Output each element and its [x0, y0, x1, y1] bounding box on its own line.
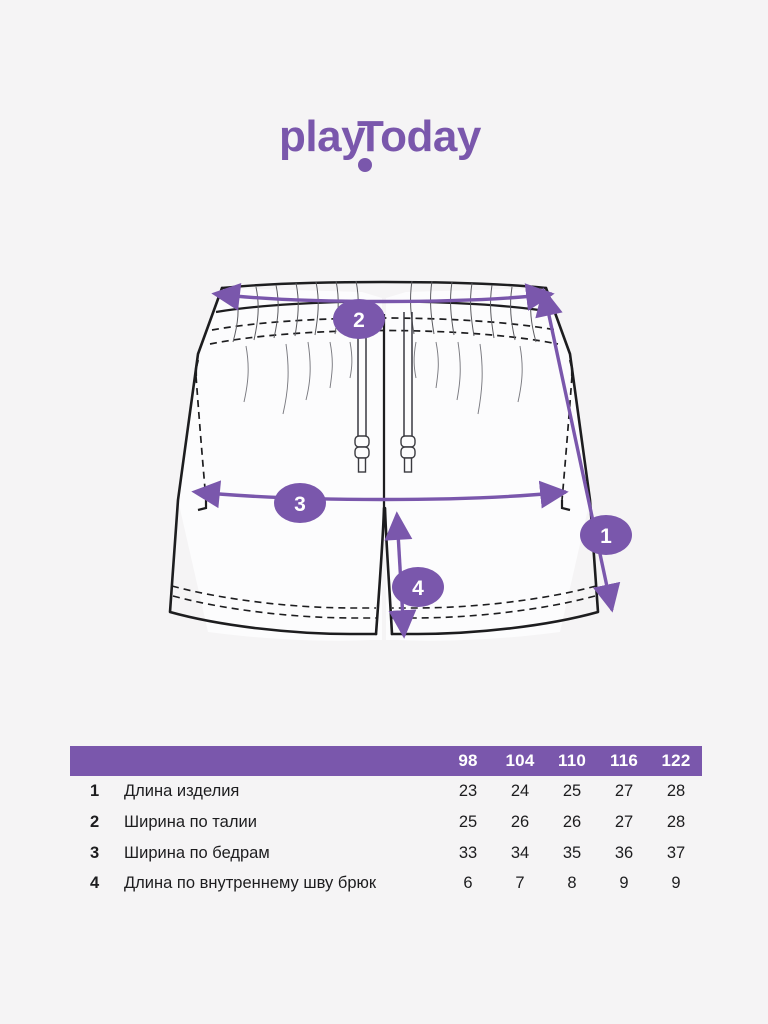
drawstrings	[354, 312, 416, 473]
badge-2: 2	[333, 299, 385, 339]
row-2-value-110: 26	[562, 812, 582, 831]
drawstring-right-aglet-top	[400, 435, 416, 448]
header-row: 98 104 110 116 122	[70, 746, 702, 776]
table-row: 2 Ширина по талии 25 26 26 27 28	[70, 807, 702, 838]
table-row: 3 Ширина по бедрам 33 34 35 36 37	[70, 838, 702, 869]
arrow-hip-width	[191, 480, 569, 509]
playtoday-logo-mark: play Today	[279, 112, 482, 172]
drawstring-right-aglet-mid	[400, 446, 416, 459]
row-3-index: 3	[90, 843, 100, 862]
drawstring-right-aglet-tip	[403, 457, 413, 473]
left-pocket-opening	[195, 375, 207, 501]
row-2-value-122: 28	[666, 812, 686, 831]
left-side-seam	[168, 286, 378, 636]
inseam-left-edge	[374, 506, 386, 636]
row-2-value-116: 27	[614, 812, 634, 831]
row-1-label: Длина изделия	[124, 782, 240, 800]
left-hem-stitch-2	[172, 595, 377, 619]
row-1-index: 1	[90, 782, 100, 800]
row-3-label: Ширина по бедрам	[124, 843, 270, 862]
row-3-value-98: 33	[458, 843, 478, 862]
drawstring-left-aglet-tip	[357, 457, 367, 473]
table-body: 1 Длина изделия 23 24 25 27 28 2 Ширина …	[70, 776, 702, 899]
row-3-value-122: 37	[666, 843, 686, 862]
logo-text-today: Today	[357, 112, 482, 161]
garment-illustration: 2 3 1 4	[0, 250, 768, 680]
row-1-value-104: 24	[510, 782, 530, 800]
measurement-badges: 2 3 1 4	[274, 299, 632, 607]
row-4-index: 4	[90, 874, 100, 893]
badge-1-label: 1	[600, 525, 612, 548]
row-3-value-110: 35	[562, 843, 582, 862]
logo-text-play: play	[279, 112, 366, 161]
row-4-value-122: 9	[671, 874, 681, 893]
badge-2-label: 2	[353, 309, 365, 332]
arrow-waist-width	[211, 282, 555, 311]
left-pocket-corner-top	[194, 359, 200, 376]
badge-4-label: 4	[412, 577, 424, 600]
row-4-value-116: 9	[619, 874, 629, 893]
row-4-label: Длина по внутреннему шву брюк	[124, 874, 377, 893]
drawstring-left-aglet-top	[354, 435, 370, 448]
table-row: 1 Длина изделия 23 24 25 27 28	[70, 776, 702, 807]
badge-4: 4	[392, 567, 444, 607]
arrow-total-length	[535, 287, 621, 613]
row-3-value-116: 36	[614, 843, 634, 862]
table-row: 4 Длина по внутреннему шву брюк 6 7 8 9 …	[70, 868, 702, 899]
right-hem-stitch-2	[391, 595, 596, 619]
row-1-value-110: 25	[562, 782, 582, 800]
header-size-110: 110	[546, 746, 598, 776]
row-4-value-110: 8	[567, 874, 577, 893]
header-corner-cell	[70, 746, 442, 776]
table-header: 98 104 110 116 122	[70, 746, 702, 776]
badge-3-label: 3	[294, 493, 306, 516]
row-2-label: Ширина по талии	[124, 812, 257, 831]
row-1-value-116: 27	[614, 782, 634, 800]
waistband-stitch-lower	[209, 329, 559, 345]
waist-top-edge	[220, 280, 548, 290]
right-hem-stitch-1	[392, 585, 597, 609]
gather-drape-lines	[243, 341, 523, 415]
header-size-104: 104	[494, 746, 546, 776]
header-size-122: 122	[650, 746, 702, 776]
size-chart-table: 98 104 110 116 122 1 Длина изделия 23 24…	[70, 746, 702, 899]
badge-3: 3	[274, 483, 326, 523]
row-2-index: 2	[90, 812, 100, 831]
measurements-table: 98 104 110 116 122 1 Длина изделия 23 24…	[70, 746, 702, 899]
row-1-value-98: 23	[458, 782, 478, 800]
hem-stitching	[171, 585, 597, 619]
header-size-116: 116	[598, 746, 650, 776]
header-size-98: 98	[442, 746, 494, 776]
row-2-value-104: 26	[510, 812, 530, 831]
row-2-value-98: 25	[458, 812, 478, 831]
brand-logo: play Today	[0, 108, 768, 178]
left-hem-stitch-1	[171, 585, 376, 609]
logo-dot-icon	[358, 158, 372, 172]
badge-1: 1	[580, 515, 632, 555]
row-4-value-98: 6	[463, 874, 473, 893]
shorts-diagram: 2 3 1 4	[168, 280, 632, 641]
row-1-value-122: 28	[666, 782, 686, 800]
drawstring-left-aglet-mid	[354, 446, 370, 459]
row-3-value-104: 34	[510, 843, 530, 862]
row-4-value-104: 7	[515, 874, 525, 893]
